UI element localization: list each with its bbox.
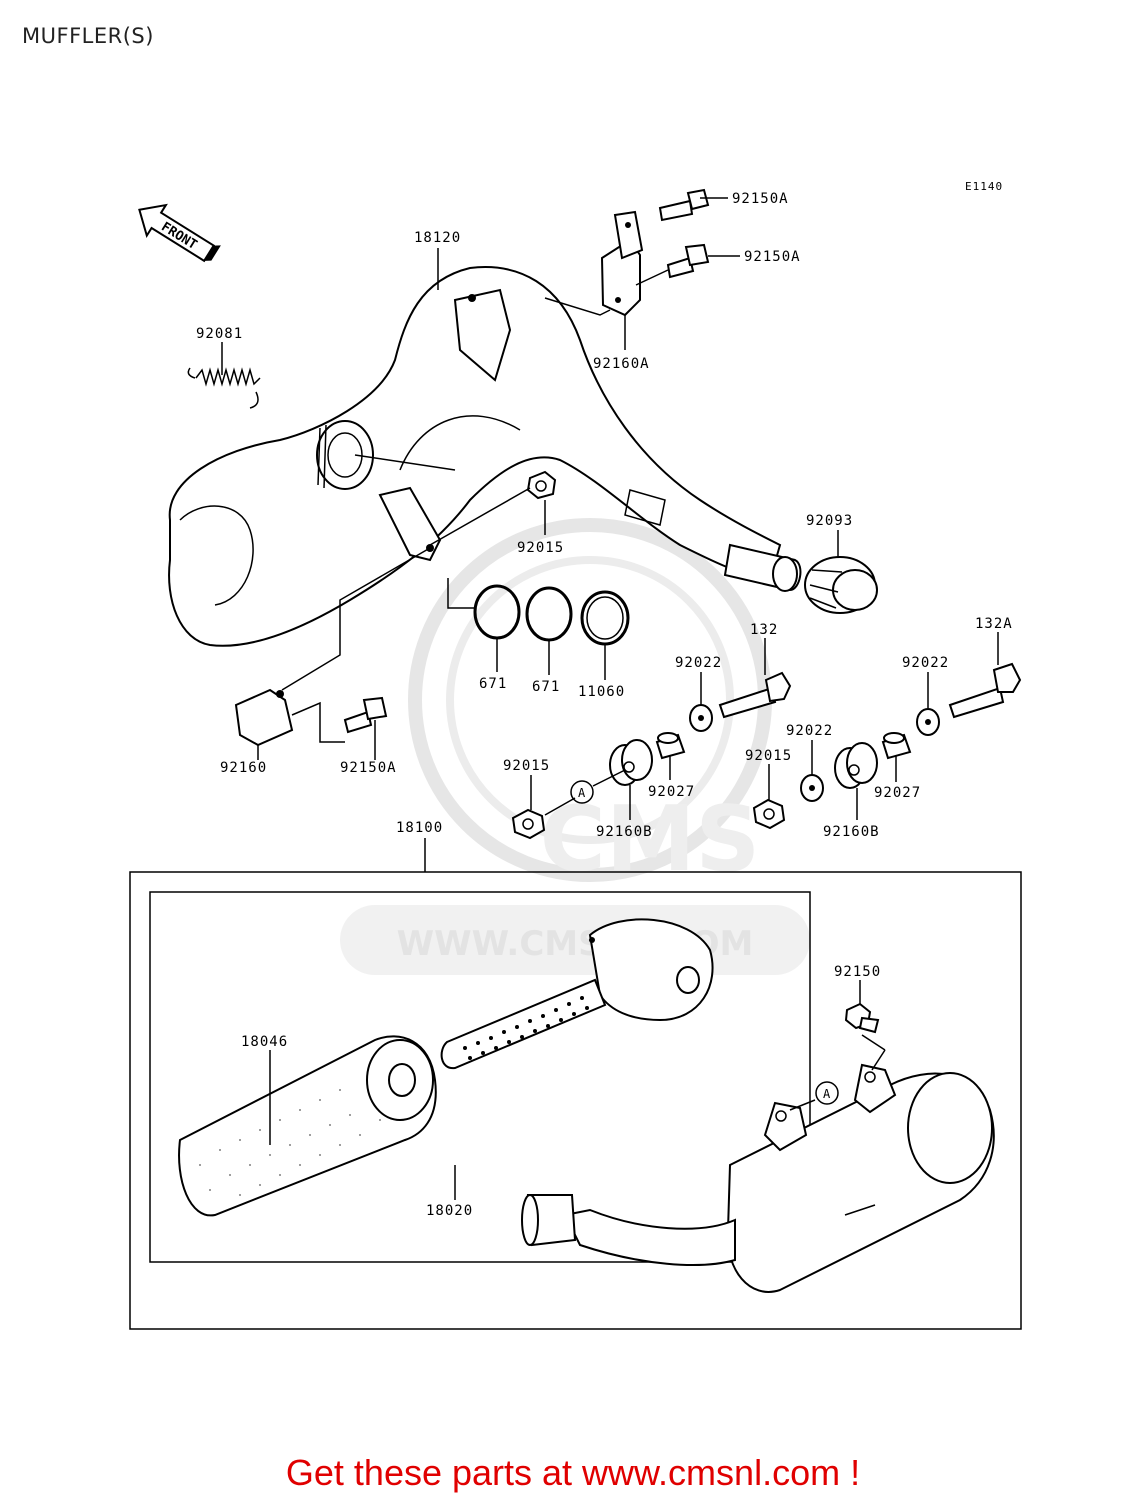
label-92150A-mid: 92150A [744,249,801,265]
label-671-b: 671 [532,679,560,695]
muffler-body [521,1063,995,1293]
label-92022-b: 92022 [902,655,949,671]
bolt-92150A-top [658,188,710,222]
label-92015-mid: 92015 [503,758,550,774]
part-labels: 92150A 92150A 18120 92160A 92081 92015 9… [196,191,1013,1219]
watermark-brand: CMS [540,787,760,892]
reference-a-1: A [570,780,594,804]
label-92150: 92150 [834,964,881,980]
svg-text:A: A [578,786,586,800]
label-18100: 18100 [396,820,443,836]
label-92015-right: 92015 [745,748,792,764]
svg-text:A: A [823,1087,831,1101]
silencer-packing-18046 [178,1035,437,1217]
nut-92015-top [526,470,557,500]
footer-promo-link[interactable]: Get these parts at www.cmsnl.com ! [285,1452,861,1493]
label-92160A: 92160A [593,356,650,372]
grommet-92160B-b [834,742,878,789]
collar-92027-b [881,732,912,760]
label-18120: 18120 [414,230,461,246]
grommet-92160B-a [609,739,653,786]
label-92160B-a: 92160B [596,824,653,840]
label-92150A-low: 92150A [340,760,397,776]
leader-lines [221,197,999,1200]
label-18046: 18046 [241,1034,288,1050]
label-92022-c: 92022 [786,723,833,739]
silencer-perforated-pipe [440,978,607,1070]
label-11060: 11060 [578,684,625,700]
bolt-92150 [844,1002,880,1034]
label-671-a: 671 [479,676,507,692]
bolt-92150A-low [343,696,388,734]
assembly-box-18100 [129,871,1022,1330]
label-92160: 92160 [220,760,267,776]
label-132: 132 [750,622,778,638]
label-92015-top: 92015 [517,540,564,556]
front-arrow-icon: FRONT [138,203,221,263]
silencer-end-cap [588,918,714,1022]
spring-92081 [187,367,261,409]
nut-92015-right [752,798,786,830]
assembly-box-18020 [149,891,811,1263]
label-92022-a: 92022 [675,655,722,671]
label-92160B-b: 92160B [823,824,880,840]
reference-a-2: A [815,1081,839,1105]
diagram-code: E1140 [965,180,1003,193]
label-18020: 18020 [426,1203,473,1219]
bracket-92160A [600,210,644,317]
expansion-chamber-18120 [168,266,802,647]
washer-92022-c [800,774,824,802]
cms-watermark: WWW.CMSNL.COM CMS [340,518,810,975]
page-title: MUFFLER(S) [22,24,154,48]
bolt-92150A-mid [666,243,710,279]
bolt-132A [948,662,1022,719]
bolt-132 [718,671,792,719]
label-92027-b: 92027 [874,785,921,801]
label-92150A-top: 92150A [732,191,789,207]
collar-92027-a [655,732,686,760]
silencer-grommet-92093 [804,556,878,614]
washer-92022-a [689,704,713,732]
gasket-11060 [580,590,630,646]
label-92081: 92081 [196,326,243,342]
o-ring-671-b [525,586,573,642]
nut-92015-mid [511,808,546,840]
washer-92022-b [916,708,940,736]
bracket-92160 [234,688,294,747]
label-92027-a: 92027 [648,784,695,800]
label-132A: 132A [975,616,1013,632]
label-92093: 92093 [806,513,853,529]
